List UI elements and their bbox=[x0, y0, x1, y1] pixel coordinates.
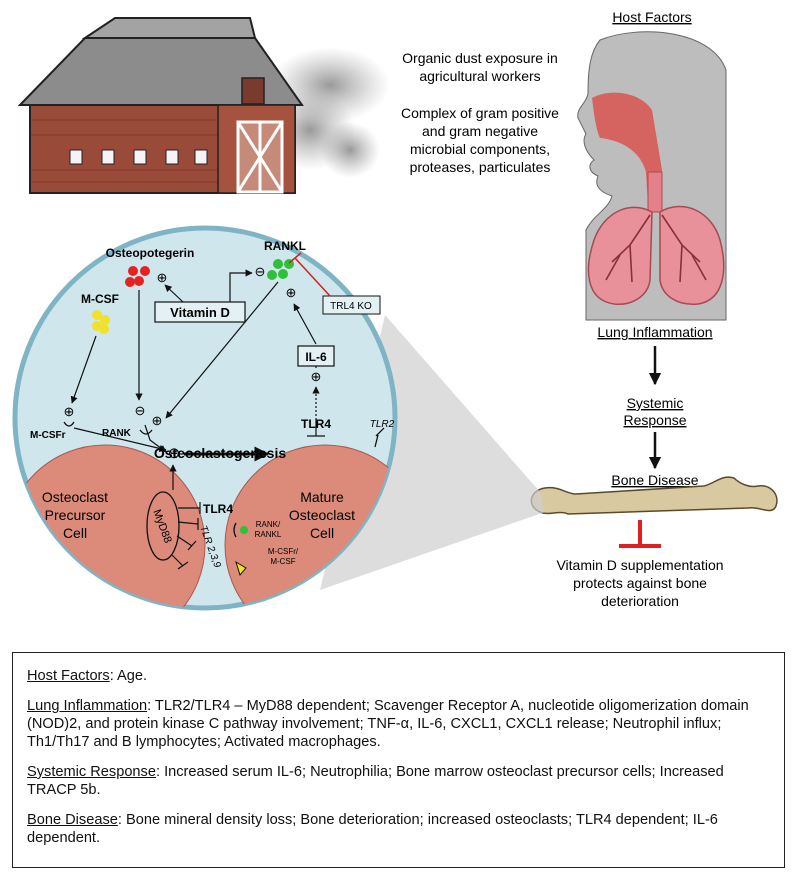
rank-rankl-line-1: RANK/ bbox=[256, 520, 281, 529]
receptors bbox=[63, 421, 385, 448]
signaling-arrows bbox=[70, 269, 320, 490]
regulation-symbols: ⊕ ⊖ ⊕ ⊕ ⊕ ⊖ ⊕ ⊕ bbox=[64, 264, 322, 462]
tlr4-precursor-label: TLR4 bbox=[203, 502, 233, 516]
rankl-label: RANKL bbox=[264, 239, 306, 253]
precursor-tlr-lines bbox=[171, 502, 201, 570]
vitamin-d-label: Vitamin D bbox=[170, 305, 230, 320]
trl4-ko-label: TRL4 KO bbox=[330, 301, 372, 312]
plus-il6: ⊕ bbox=[311, 369, 322, 384]
plus-osteopotegerin: ⊕ bbox=[157, 270, 168, 285]
plus-rank: ⊕ bbox=[152, 413, 163, 428]
diagram-canvas: Host Factors Organic dust exposure in ag… bbox=[12, 9, 778, 611]
vitamin-d-line-1: Vitamin D supplementation bbox=[556, 557, 723, 573]
tlr2-label: TLR2 bbox=[370, 419, 395, 430]
rank-label: RANK bbox=[102, 428, 132, 439]
bone-illustration bbox=[530, 476, 778, 515]
rankl-molecules bbox=[267, 259, 294, 280]
plus-rankl: ⊕ bbox=[286, 285, 297, 300]
minus-rankl: ⊖ bbox=[255, 264, 266, 279]
vitamin-d-box bbox=[154, 301, 246, 323]
cell-signaling-inset bbox=[12, 225, 398, 611]
exposure-line-2: agricultural workers bbox=[419, 68, 540, 84]
mature-line-1: Mature bbox=[300, 489, 344, 505]
osteoclast-precursor-cell bbox=[15, 444, 206, 608]
legend-box: Host Factors: Age. Lung Inflammation: TL… bbox=[12, 652, 785, 868]
osteoclastogenesis-label: Osteoclastogenesis bbox=[154, 445, 286, 461]
exposure-line-1: Organic dust exposure in bbox=[402, 50, 558, 66]
legend-bone-term: Bone Disease bbox=[27, 812, 118, 828]
human-head-lungs bbox=[577, 31, 727, 321]
mcsfr-mcsf-symbol bbox=[235, 560, 247, 577]
plus-m-csfr: ⊕ bbox=[64, 404, 75, 419]
mature-line-3: Cell bbox=[310, 525, 334, 541]
mature-line-2: Osteoclast bbox=[289, 507, 355, 523]
vitamin-d-text: Vitamin D supplementation protects again… bbox=[556, 557, 723, 609]
legend-lung-text: : TLR2/TLR4 – MyD88 dependent; Scavenger… bbox=[27, 698, 749, 750]
legend-lung-inflammation: Lung Inflammation: TLR2/TLR4 – MyD88 dep… bbox=[27, 697, 770, 751]
trl4-ko-inhibit bbox=[288, 252, 331, 297]
systemic-response-line-1: Systemic bbox=[627, 395, 684, 411]
exposure-text: Organic dust exposure in agricultural wo… bbox=[401, 50, 559, 175]
precursor-line-1: Osteoclast bbox=[42, 489, 108, 505]
composition-line-4: proteases, particulates bbox=[410, 159, 551, 175]
legend-host-term: Host Factors bbox=[27, 668, 110, 684]
rank-rankl-line-2: RANKL bbox=[255, 530, 282, 539]
osteopotegerin-label: Osteopotegerin bbox=[106, 246, 195, 260]
m-csfr-label: M-CSFr bbox=[30, 430, 66, 441]
precursor-cell-label: Osteoclast Precursor Cell bbox=[42, 489, 108, 541]
barn-illustration bbox=[17, 17, 304, 194]
lung-inflammation-label: Lung Inflammation bbox=[597, 324, 712, 340]
legend-systemic-response: Systemic Response: Increased serum IL-6;… bbox=[27, 763, 770, 799]
vitamin-d-inhibit-symbol bbox=[619, 520, 661, 548]
m-csf-label: M-CSF bbox=[81, 292, 119, 306]
myd88-oval bbox=[146, 491, 180, 561]
plus-osteoclastogenesis: ⊕ bbox=[168, 445, 181, 462]
systemic-response-line-2: Response bbox=[623, 412, 686, 428]
tlr4-mature-label: TLR4 bbox=[301, 417, 331, 431]
composition-line-2: and gram negative bbox=[422, 123, 538, 139]
legend-bone-disease: Bone Disease: Bone mineral density loss;… bbox=[27, 811, 770, 847]
m-csf-molecules bbox=[92, 310, 110, 334]
composition-line-1: Complex of gram positive bbox=[401, 105, 559, 121]
host-factors-heading: Host Factors bbox=[612, 9, 691, 25]
trl4-ko-box bbox=[322, 295, 381, 315]
minus-rank: ⊖ bbox=[135, 403, 146, 418]
legend-host-factors: Host Factors: Age. bbox=[27, 667, 770, 685]
vitamin-d-line-2: protects against bone bbox=[573, 575, 707, 591]
rank-rankl-symbol bbox=[233, 522, 248, 538]
legend-systemic-term: Systemic Response bbox=[27, 764, 156, 780]
legend-systemic-text: : Increased serum IL-6; Neutrophilia; Bo… bbox=[27, 764, 724, 798]
legend-lung-term: Lung Inflammation bbox=[27, 698, 148, 714]
legend-host-text: : Age. bbox=[109, 668, 148, 684]
mature-cell-label: Mature Osteoclast Cell bbox=[289, 489, 355, 541]
composition-line-3: microbial components, bbox=[410, 141, 550, 157]
mcsfr-mcsf-line-1: M-CSFr/ bbox=[268, 547, 299, 556]
mcsfr-mcsf-line-2: M-CSF bbox=[270, 557, 295, 566]
precursor-line-2: Precursor bbox=[45, 507, 106, 523]
precursor-line-3: Cell bbox=[63, 525, 87, 541]
bone-disease-label: Bone Disease bbox=[611, 472, 698, 488]
osteopotegerin-molecules bbox=[125, 266, 150, 287]
il-6-label: IL-6 bbox=[305, 350, 327, 364]
vitamin-d-line-3: deterioration bbox=[601, 593, 679, 609]
legend-bone-text: : Bone mineral density loss; Bone deteri… bbox=[27, 812, 718, 846]
